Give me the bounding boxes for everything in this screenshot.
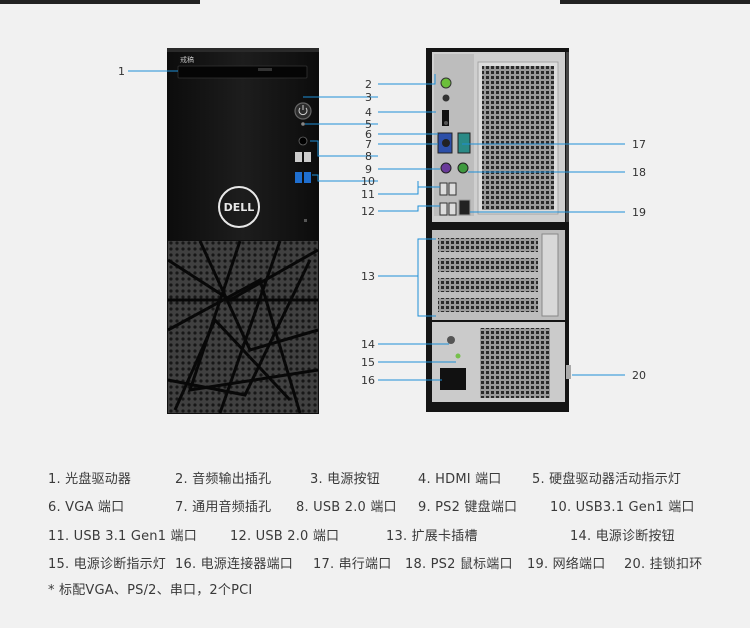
callout-2: 2	[365, 78, 372, 91]
legend-item-10: 10. USB3.1 Gen1 端口	[550, 500, 695, 515]
legend-item-3: 3. 电源按钮	[310, 472, 380, 487]
legend-item-19: 19. 网络端口	[527, 557, 606, 572]
callout-11: 11	[361, 188, 375, 201]
psu-diagnostic-button[interactable]	[447, 336, 455, 344]
callout-numbers: 1 2 3 4 5 6 7 8 9 10 11 12 13 14 15 16 1…	[118, 65, 646, 387]
callout-14: 14	[361, 338, 375, 351]
callout-20: 20	[632, 369, 646, 382]
front-usb2-port-1[interactable]	[295, 152, 302, 162]
expansion-slot-4[interactable]	[438, 298, 538, 312]
side-rail	[566, 52, 569, 222]
legend-item-2: 2. 音频输出插孔	[175, 472, 272, 487]
legend-item-7: 7. 通用音频插孔	[175, 500, 272, 515]
psu-diagnostic-led	[455, 353, 461, 359]
hdmi-port[interactable]	[442, 110, 449, 126]
power-connector[interactable]	[440, 368, 466, 390]
front-top-edge	[167, 48, 319, 52]
power-icon	[298, 105, 308, 116]
callout-12: 12	[361, 205, 375, 218]
legend-item-1: 1. 光盘驱动器	[48, 472, 132, 487]
legend-item-18: 18. PS2 鼠标端口	[405, 557, 513, 572]
front-tower: 戒稿 DELL	[167, 48, 319, 414]
legend-item-8: 8. USB 2.0 端口	[296, 500, 397, 515]
callout-3: 3	[365, 91, 372, 104]
network-port[interactable]	[458, 199, 471, 216]
psu-fan-grille	[480, 328, 550, 398]
callout-16: 16	[361, 374, 375, 387]
hdd-led-rear	[444, 121, 448, 125]
callout-8: 8	[365, 150, 372, 163]
front-usb3-port-1[interactable]	[295, 172, 302, 183]
callout-15: 15	[361, 356, 375, 369]
top-bar-right	[560, 0, 750, 4]
legend-item-20: 20. 挂锁扣环	[624, 557, 703, 572]
rear-usb2-port-2[interactable]	[448, 202, 457, 216]
callout-13: 13	[361, 270, 375, 283]
front-grille-web	[167, 240, 319, 414]
legend-item-5: 5. 硬盘驱动器活动指示灯	[532, 472, 682, 487]
expansion-slot-2[interactable]	[438, 258, 538, 272]
legend-item-14: 14. 电源诊断按钮	[570, 529, 675, 544]
front-pinhole	[304, 219, 307, 222]
legend-item-9: 9. PS2 键盘端口	[418, 500, 518, 515]
optical-drive-bay[interactable]	[177, 65, 308, 79]
callout-17: 17	[632, 138, 646, 151]
expansion-slot-1[interactable]	[438, 238, 538, 252]
expansion-slot-3[interactable]	[438, 278, 538, 292]
legend-item-4: 4. HDMI 端口	[418, 472, 502, 487]
universal-audio-jack[interactable]	[442, 139, 450, 147]
front-usb2-port-2[interactable]	[304, 152, 311, 162]
svg-text:DELL: DELL	[224, 201, 255, 214]
callout-19: 19	[632, 206, 646, 219]
legend-item-16: 16. 电源连接器端口	[175, 557, 294, 572]
callout-10: 10	[361, 175, 375, 188]
audio-out-jack[interactable]	[440, 77, 452, 89]
front-audio-jack[interactable]	[298, 136, 308, 146]
legend-item-17: 17. 串行端口	[313, 557, 392, 572]
callout-1: 1	[118, 65, 125, 78]
rear-usb3-port-1[interactable]	[439, 182, 448, 196]
legend-item-11: 11. USB 3.1 Gen1 端口	[48, 529, 197, 544]
power-button-rear[interactable]	[442, 94, 450, 102]
legend-item-12: 12. USB 2.0 端口	[230, 529, 340, 544]
power-button[interactable]	[294, 102, 312, 120]
legend-item-15: 15. 电源诊断指示灯	[48, 557, 167, 572]
callout-18: 18	[632, 166, 646, 179]
padlock-loop[interactable]	[566, 365, 571, 379]
front-usb3-port-2[interactable]	[304, 172, 311, 183]
serial-port[interactable]	[457, 132, 471, 154]
rear-vent	[482, 66, 554, 210]
callout-7: 7	[365, 138, 372, 151]
computer-diagram: 戒稿 DELL	[118, 48, 646, 414]
ps2-keyboard-port[interactable]	[440, 162, 452, 174]
optical-eject-button[interactable]	[258, 68, 272, 71]
footnote: * 标配VGA、PS/2、串口，2个PCI	[48, 583, 253, 598]
rear-usb2-port-1[interactable]	[439, 202, 448, 216]
legend-item-6: 6. VGA 端口	[48, 500, 125, 515]
top-bar	[0, 0, 750, 4]
top-bar-left	[0, 0, 200, 4]
rear-usb3-port-2[interactable]	[448, 182, 457, 196]
slot-retention	[541, 233, 559, 317]
callout-9: 9	[365, 163, 372, 176]
callout-5: 5	[365, 118, 372, 131]
legend-item-13: 13. 扩展卡插槽	[386, 529, 478, 544]
hdd-activity-led	[301, 122, 305, 126]
front-brand-text: 戒稿	[180, 55, 194, 64]
dell-logo: DELL	[218, 186, 260, 228]
callout-6: 6	[365, 128, 372, 141]
callout-lines	[128, 70, 625, 381]
ps2-mouse-port[interactable]	[457, 162, 469, 174]
rear-tower	[426, 48, 571, 412]
callout-4: 4	[365, 106, 372, 119]
